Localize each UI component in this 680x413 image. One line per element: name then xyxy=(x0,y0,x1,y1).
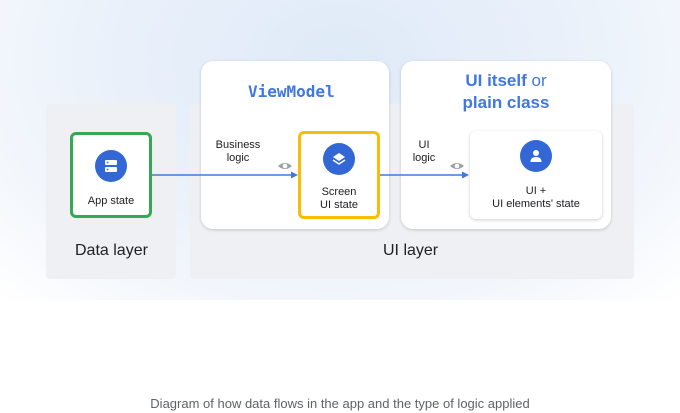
ui-itself-title-or: or xyxy=(531,71,547,90)
ui-elements-state-label: UI + UI elements' state xyxy=(492,185,580,210)
figure-caption: Diagram of how data flows in the app and… xyxy=(150,396,530,411)
storage-icon xyxy=(95,150,127,182)
person-icon xyxy=(520,140,552,172)
viewmodel-title: ViewModel xyxy=(248,82,335,101)
ui-itself-title: UI itself or plain class xyxy=(401,70,611,114)
screen-ui-state-node: Screen UI state xyxy=(298,131,380,219)
ui-layer-label: UI layer xyxy=(383,242,439,259)
ui-itself-title-plain-class: plain class xyxy=(462,93,550,112)
app-state-node: App state xyxy=(70,132,152,218)
eye-icon xyxy=(278,163,292,169)
business-logic-label: Business logic xyxy=(215,139,261,164)
ui-logic-label: UI logic xyxy=(412,139,436,164)
data-layer-label: Data layer xyxy=(75,242,148,259)
arrowhead-screen xyxy=(291,171,298,179)
arrowhead-ui xyxy=(462,171,469,179)
eye-icon xyxy=(450,163,464,169)
ui-itself-title-bold: UI itself xyxy=(465,71,527,90)
layers-icon xyxy=(323,143,355,175)
ui-elements-state-node: UI + UI elements' state xyxy=(470,131,602,219)
app-state-label: App state xyxy=(87,195,135,207)
screen-ui-state-label: Screen UI state xyxy=(320,186,358,211)
